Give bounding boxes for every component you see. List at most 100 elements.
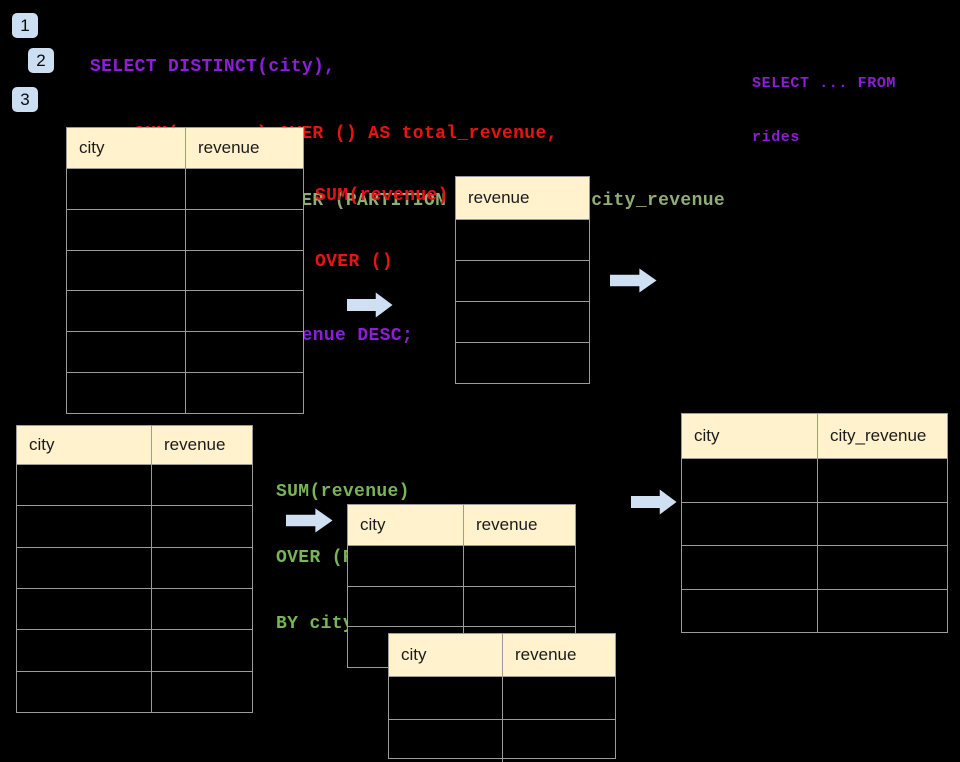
annotation-text: OVER () [315,252,394,272]
select-from-rides-note: SELECT ... FROM rides [752,39,896,165]
table-header-row: revenue [456,177,589,219]
table-cell [682,459,818,502]
table-cell [186,251,303,291]
table-row [389,676,615,719]
step-badge-3: 3 [12,87,38,112]
note-text: SELECT ... FROM [752,75,897,92]
step-badge-1: 1 [12,13,38,38]
table-cell [818,459,947,502]
table-row [456,260,589,301]
column-header-revenue: revenue [468,188,530,207]
column-header-revenue: revenue [198,138,260,157]
column-header-city-revenue: city_revenue [830,426,927,445]
annotation-line: OVER () [315,251,449,273]
table-header-row: city revenue [67,128,303,168]
table-row [67,290,303,332]
table-cell [152,465,252,505]
table-cell [17,547,152,588]
table-header-row: city city_revenue [682,414,947,458]
annotation-line: SUM(revenue) [315,185,449,207]
flow-arrow-icon [286,508,333,533]
column-header-city: city [682,414,818,458]
flow-arrow-icon [631,489,677,515]
sql-line-select: SELECT DISTINCT(city), [90,56,725,78]
table-row [348,585,575,627]
table-partition-group-overlay: city revenue [388,633,616,762]
table-cell [348,586,464,627]
table-body [67,168,303,413]
column-header-city: city [17,426,152,464]
note-line: rides [752,129,896,147]
table-cell [186,210,303,250]
table-cell [186,169,303,209]
table-body [682,458,947,632]
table-cell [348,546,464,586]
column-header-revenue: revenue [515,645,577,664]
table-cell [67,169,186,209]
table-cell [389,677,503,719]
table-row [682,501,947,545]
table-cell [682,502,818,545]
table-cell [152,589,252,629]
table-cell [456,220,589,260]
annotation-text: SUM(revenue) [315,186,449,206]
sql-text: SELECT DISTINCT(city), [90,56,336,77]
table-cell [186,373,303,413]
column-header-revenue: revenue [476,515,538,534]
table-cell [503,677,615,719]
table-row [17,505,252,547]
table-cell [67,373,186,413]
note-text: rides [752,129,801,146]
table-cell [389,720,503,762]
table-row [17,670,252,712]
table-body [456,219,589,383]
table-cell [17,506,152,547]
annotation-line: SUM(revenue) [276,481,443,503]
table-cell [152,630,252,670]
table-cell [152,548,252,588]
column-header-city: city [389,634,503,676]
table-cell [818,590,947,633]
table-source-bottom: city revenue [16,425,253,713]
table-row [67,372,303,413]
table-body [17,464,252,712]
table-row [67,168,303,209]
annotation-text: SUM(revenue) [276,482,410,502]
table-cell [682,589,818,632]
flow-arrow-icon [610,268,657,293]
table-cell [152,506,252,546]
table-cell [464,546,575,586]
table-row [456,219,589,260]
table-cell [17,588,152,630]
table-row [682,545,947,589]
column-header-city: city [67,128,186,168]
table-cell [67,332,186,373]
table-cell [682,546,818,589]
table-row [456,301,589,342]
table-row [67,249,303,291]
table-header-row: city revenue [348,505,575,545]
table-header-row: city revenue [17,426,252,464]
table-row [17,464,252,506]
table-row [17,546,252,588]
table-cell [67,250,186,291]
table-cell [818,546,947,589]
flow-arrow-icon [347,292,393,318]
table-cell [17,465,152,506]
total-revenue-annotation: SUM(revenue) OVER () [315,141,449,295]
table-row [17,629,252,671]
table-cell [456,302,589,342]
table-header-row: city revenue [389,634,615,676]
table-cell [186,332,303,372]
table-cell [67,209,186,250]
table-row [348,545,575,586]
table-cell [152,672,252,712]
step-badge-2: 2 [28,48,54,73]
column-header-revenue: revenue [164,435,226,454]
table-row [456,342,589,383]
table-cell [17,671,152,712]
table-cell [503,720,615,762]
table-total-revenue-result: revenue [455,176,590,384]
table-cell [186,291,303,331]
column-header-city: city [348,505,464,545]
